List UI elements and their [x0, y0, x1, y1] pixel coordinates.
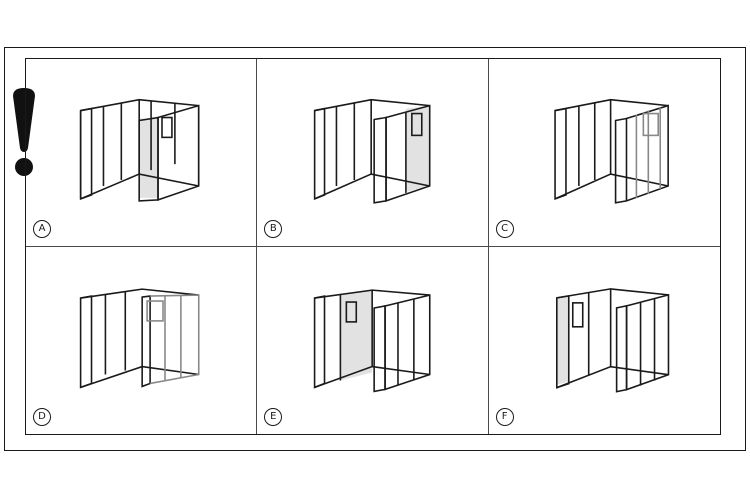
panel-label-b: B: [264, 220, 283, 238]
room-diagram-a: [79, 98, 200, 202]
panel-label-d: D: [33, 407, 51, 426]
panel-label-f: F: [495, 407, 514, 426]
panel-label-a: A: [33, 220, 51, 238]
panel-label-e: E: [264, 407, 283, 426]
diagram-grid: A B: [25, 58, 721, 435]
room-diagram-c: [553, 98, 669, 204]
room-diagram-e: [314, 288, 431, 392]
panel-d: D: [26, 246, 258, 434]
panel-b: B: [257, 59, 489, 247]
exclamation-icon: [13, 88, 35, 176]
panel-f: F: [489, 247, 720, 435]
room-diagram-b: [314, 98, 431, 204]
panel-e: E: [257, 246, 489, 434]
panel-a: A: [26, 59, 258, 247]
room-diagram-f: [555, 287, 669, 393]
panel-c: C: [488, 59, 720, 247]
outer-frame: [4, 47, 746, 451]
room-diagram-d: [79, 287, 200, 389]
panel-label-c: C: [495, 220, 514, 238]
